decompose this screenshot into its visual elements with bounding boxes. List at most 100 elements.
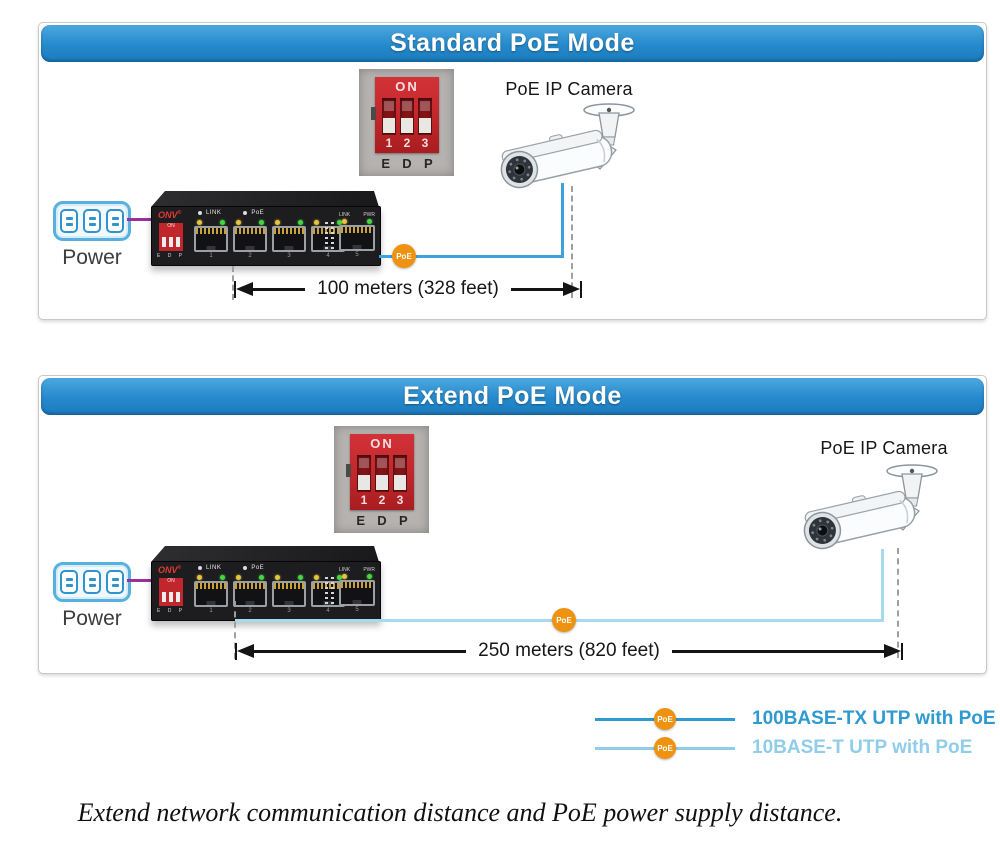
- socket-icon: [60, 209, 78, 233]
- switch-front-panel: ONV® ON E D P LINK PoE 1: [151, 206, 381, 266]
- distance-arrow: 100 meters (328 feet): [234, 278, 582, 299]
- port-3: 3: [272, 220, 306, 260]
- dip-switch-block: ON 1 2 3: [371, 77, 439, 153]
- socket-icon: [60, 570, 78, 594]
- poe-switch-device: ONV® ON E D P LINK PoE 1: [151, 546, 381, 624]
- dashed-guide-right: [897, 548, 899, 658]
- legend-item-100base: PoE 100BASE-TX UTP with PoE: [595, 706, 996, 732]
- onv-logo: ONV®: [158, 210, 182, 220]
- switch-top-face: [151, 546, 379, 562]
- dashed-guide-right: [571, 186, 573, 298]
- dashed-guide-left: [234, 601, 236, 659]
- rj45-port: [233, 226, 267, 252]
- status-led-strip: [325, 577, 334, 607]
- dip-slot-1: [382, 98, 396, 135]
- switch-dip-pins: E D P: [156, 253, 186, 259]
- poe-ports: 1 2 3 4: [194, 575, 345, 615]
- socket-icon: [83, 209, 101, 233]
- power-outlet-icon: [53, 562, 131, 602]
- poe-switch-device: ONV® ON E D P LINK PoE 1: [151, 191, 381, 269]
- panel-title: Extend PoE Mode: [403, 382, 622, 410]
- port-3: 3: [272, 575, 306, 615]
- led-legend: LINK PoE: [198, 210, 264, 216]
- power-supply: Power: [51, 562, 133, 631]
- rj45-port: [194, 226, 228, 252]
- panel-standard-poe: Standard PoE Mode ON 1 2 3 E D: [38, 22, 987, 320]
- dip-notch: [371, 107, 376, 120]
- panel-extend-poe: Extend PoE Mode ON 1 2 3 E D: [38, 375, 987, 674]
- power-label: Power: [62, 607, 122, 630]
- power-cable: [127, 218, 153, 221]
- utp-cable-vertical: [881, 549, 884, 622]
- dip-slots: [357, 455, 407, 492]
- dip-slot-1: [357, 455, 371, 492]
- legend-line-10base: PoE: [595, 737, 735, 759]
- panel-title-bar: Extend PoE Mode: [41, 378, 984, 415]
- dip-pin-labels: E D P: [381, 156, 433, 171]
- port-1: 1: [194, 575, 228, 615]
- rj45-port: [194, 581, 228, 607]
- panel-title: Standard PoE Mode: [390, 29, 635, 57]
- power-supply: Power: [51, 201, 133, 270]
- switch-front-panel: ONV® ON E D P LINK PoE 1: [151, 561, 381, 621]
- led-legend: LINK PoE: [198, 565, 264, 571]
- rj45-port: [339, 225, 375, 251]
- poe-badge: PoE: [654, 708, 676, 730]
- dip-switch-block: ON 1 2 3: [346, 434, 414, 510]
- dip-pin-labels: E D P: [356, 513, 408, 528]
- switch-dip-block: ON: [159, 223, 183, 251]
- socket-icon: [106, 570, 124, 594]
- socket-icon: [106, 209, 124, 233]
- poe-ip-camera: [803, 464, 938, 550]
- distance-arrow: 250 meters (820 feet): [235, 640, 903, 661]
- utp-cable-horizontal: [379, 255, 564, 258]
- status-led-strip: [325, 222, 334, 252]
- legend-label: 100BASE-TX UTP with PoE: [752, 708, 996, 729]
- utp-cable-vertical: [561, 183, 564, 258]
- power-outlet-icon: [53, 201, 131, 241]
- socket-icon: [83, 570, 101, 594]
- dip-on-label: ON: [395, 79, 419, 94]
- switch-top-face: [151, 191, 379, 207]
- switch-dip-pins: E D P: [156, 608, 186, 614]
- dip-slot-3: [418, 98, 432, 135]
- camera-label: PoE IP Camera: [505, 79, 633, 99]
- distance-label: 100 meters (328 feet): [317, 278, 499, 299]
- power-cable: [127, 579, 153, 582]
- dip-slots: [382, 98, 432, 135]
- poe-badge: PoE: [552, 608, 576, 632]
- legend-item-10base: PoE 10BASE-T UTP with PoE: [595, 735, 972, 761]
- port-2: 2: [233, 220, 267, 260]
- panel-title-bar: Standard PoE Mode: [41, 25, 984, 62]
- dip-on-label: ON: [370, 436, 394, 451]
- dip-switch-photo: ON 1 2 3 E D P: [359, 69, 454, 176]
- dip-slot-2: [375, 455, 389, 492]
- rj45-port: [339, 580, 375, 606]
- port-5-uplink: LINK PWR 5: [339, 567, 375, 613]
- legend-label: 10BASE-T UTP with PoE: [752, 737, 973, 758]
- distance-label: 250 meters (820 feet): [478, 640, 660, 661]
- poe-badge: PoE: [654, 737, 676, 759]
- legend-line-100base: PoE: [595, 708, 735, 730]
- dip-slot-2: [400, 98, 414, 135]
- dip-numbers: 1 2 3: [360, 493, 404, 507]
- port-5-uplink: LINK PWR 5: [339, 212, 375, 258]
- poe-ports: 1 2 3 4: [194, 220, 345, 260]
- rj45-port: [233, 581, 267, 607]
- port-1: 1: [194, 220, 228, 260]
- rj45-port: [272, 581, 306, 607]
- poe-badge: PoE: [392, 244, 416, 268]
- dashed-guide-left: [232, 266, 234, 300]
- dip-numbers: 1 2 3: [385, 136, 429, 150]
- switch-dip-block: ON: [159, 578, 183, 606]
- onv-logo: ONV®: [158, 565, 182, 575]
- power-label: Power: [62, 246, 122, 269]
- dip-slot-3: [393, 455, 407, 492]
- dip-switch-photo: ON 1 2 3 E D P: [334, 426, 429, 533]
- diagram-caption: Extend network communication distance an…: [77, 798, 843, 827]
- camera-label: PoE IP Camera: [820, 438, 948, 458]
- rj45-port: [272, 226, 306, 252]
- dip-notch: [346, 464, 351, 477]
- poe-ip-camera: [500, 103, 635, 189]
